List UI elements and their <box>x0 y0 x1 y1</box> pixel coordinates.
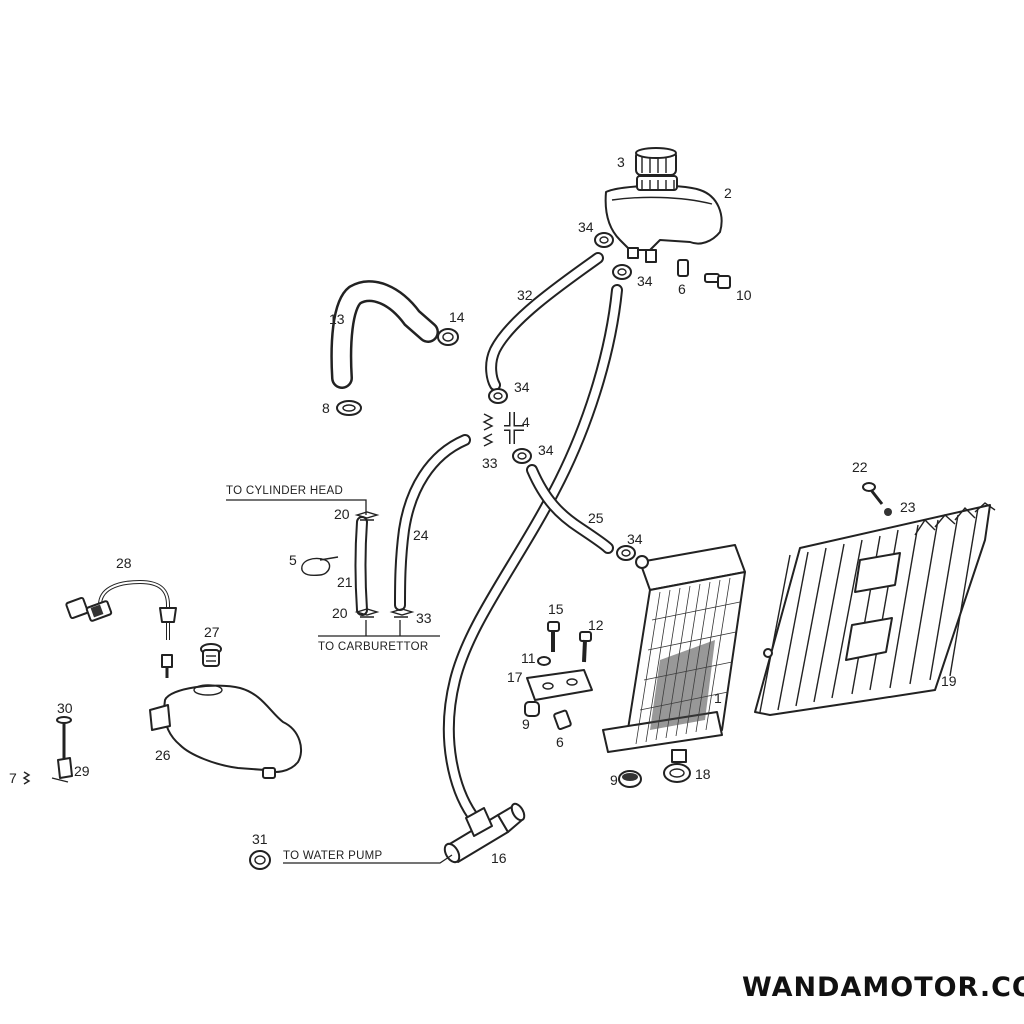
hose-13 <box>330 280 439 389</box>
hose-25 <box>526 464 614 554</box>
callout-19: 19 <box>941 673 957 689</box>
callout-31: 31 <box>252 831 268 847</box>
callout-20-b: 20 <box>332 605 348 621</box>
callout-4: 4 <box>522 414 530 430</box>
callout-16: 16 <box>491 850 507 866</box>
note-carburettor-label: TO CARBURETTOR <box>318 641 428 653</box>
nut-6-b <box>553 709 572 731</box>
clamp-8 <box>336 400 362 416</box>
hose-21 <box>354 516 368 616</box>
callout-22: 22 <box>852 459 868 475</box>
radiator <box>602 544 746 763</box>
callout-12: 12 <box>588 617 604 633</box>
callout-33-a: 33 <box>482 455 498 471</box>
washer-23 <box>884 508 892 516</box>
tank-cap <box>635 147 677 176</box>
spring-clip-20-b <box>354 608 380 618</box>
screw-30 <box>56 716 72 760</box>
callout-9-a: 9 <box>522 716 530 732</box>
spring-clip-20-a <box>354 511 380 521</box>
callout-34-c: 34 <box>514 379 530 395</box>
callout-24: 24 <box>413 527 429 543</box>
callout-25: 25 <box>588 510 604 526</box>
t-piece-16 <box>443 802 526 864</box>
callout-23: 23 <box>900 499 916 515</box>
clamp-31 <box>249 850 271 870</box>
hose-32 <box>485 252 604 391</box>
callout-5: 5 <box>289 552 297 568</box>
clamp-14 <box>437 328 459 346</box>
spring-7 <box>22 771 31 785</box>
callout-6-b: 6 <box>556 734 564 750</box>
spring-clip-33-b <box>389 608 415 618</box>
note-water-pump-label: TO WATER PUMP <box>283 850 383 862</box>
clamp-34-c <box>488 388 508 404</box>
reservoir-26 <box>149 684 302 779</box>
site-watermark: WANDAMOTOR.COM <box>742 972 1024 1003</box>
callout-7: 7 <box>9 770 17 786</box>
bolt-12 <box>579 631 592 663</box>
callout-34-b: 34 <box>637 273 653 289</box>
clamp-34-b <box>612 264 632 280</box>
screw-10 <box>704 273 731 289</box>
hose-long-to-water-pump <box>442 284 623 821</box>
note-carburettor: TO CARBURETTOR <box>318 620 440 653</box>
callout-21: 21 <box>337 574 353 590</box>
callout-20-a: 20 <box>334 506 350 522</box>
callout-2: 2 <box>724 185 732 201</box>
callout-1: 1 <box>714 690 722 706</box>
callout-3: 3 <box>617 154 625 170</box>
callout-26: 26 <box>155 747 171 763</box>
callout-32: 32 <box>517 287 533 303</box>
callout-18: 18 <box>695 766 711 782</box>
valve-29 <box>51 757 73 783</box>
washer-11 <box>537 656 551 666</box>
t-joint-4 <box>504 412 524 444</box>
nut-6-a <box>677 259 689 277</box>
bolt-15 <box>547 621 560 652</box>
callout-10: 10 <box>736 287 752 303</box>
callout-15: 15 <box>548 601 564 617</box>
filler-plug-27 <box>200 643 222 667</box>
callout-13: 13 <box>329 311 345 327</box>
callout-34-a: 34 <box>578 219 594 235</box>
callout-9-b: 9 <box>610 772 618 788</box>
callout-29: 29 <box>74 763 90 779</box>
callout-6-a: 6 <box>678 281 686 297</box>
bracket-17 <box>526 669 593 701</box>
callout-14: 14 <box>449 309 465 325</box>
note-cylinder-head-label: TO CYLINDER HEAD <box>226 485 343 497</box>
callout-28: 28 <box>116 555 132 571</box>
callout-34-d: 34 <box>538 442 554 458</box>
hose-24 <box>394 434 471 611</box>
callout-33-b: 33 <box>416 610 432 626</box>
clamp-34-e <box>616 545 636 561</box>
note-water-pump: TO WATER PUMP <box>283 850 453 864</box>
screw-22 <box>862 482 884 505</box>
sensor-harness <box>65 579 177 678</box>
clamp-34-d <box>512 448 532 464</box>
callout-30: 30 <box>57 700 73 716</box>
callouts: 1 2 3 4 5 6 6 7 8 9 9 10 11 12 13 14 15 … <box>9 154 957 866</box>
spring-clip-33-a <box>482 413 494 447</box>
clamp-18 <box>663 763 691 783</box>
expansion-tank <box>604 175 723 263</box>
callout-34-e: 34 <box>627 531 643 547</box>
note-cylinder-head: TO CYLINDER HEAD <box>226 485 367 515</box>
grommet-9-b <box>618 770 642 788</box>
callout-17: 17 <box>507 669 523 685</box>
callout-11: 11 <box>521 650 536 666</box>
callout-27: 27 <box>204 624 220 640</box>
clamp-34-a <box>594 232 614 248</box>
clip-5 <box>301 556 339 577</box>
grommet-9-a <box>524 701 540 717</box>
callout-8: 8 <box>322 400 330 416</box>
radiator-shroud <box>754 502 996 716</box>
